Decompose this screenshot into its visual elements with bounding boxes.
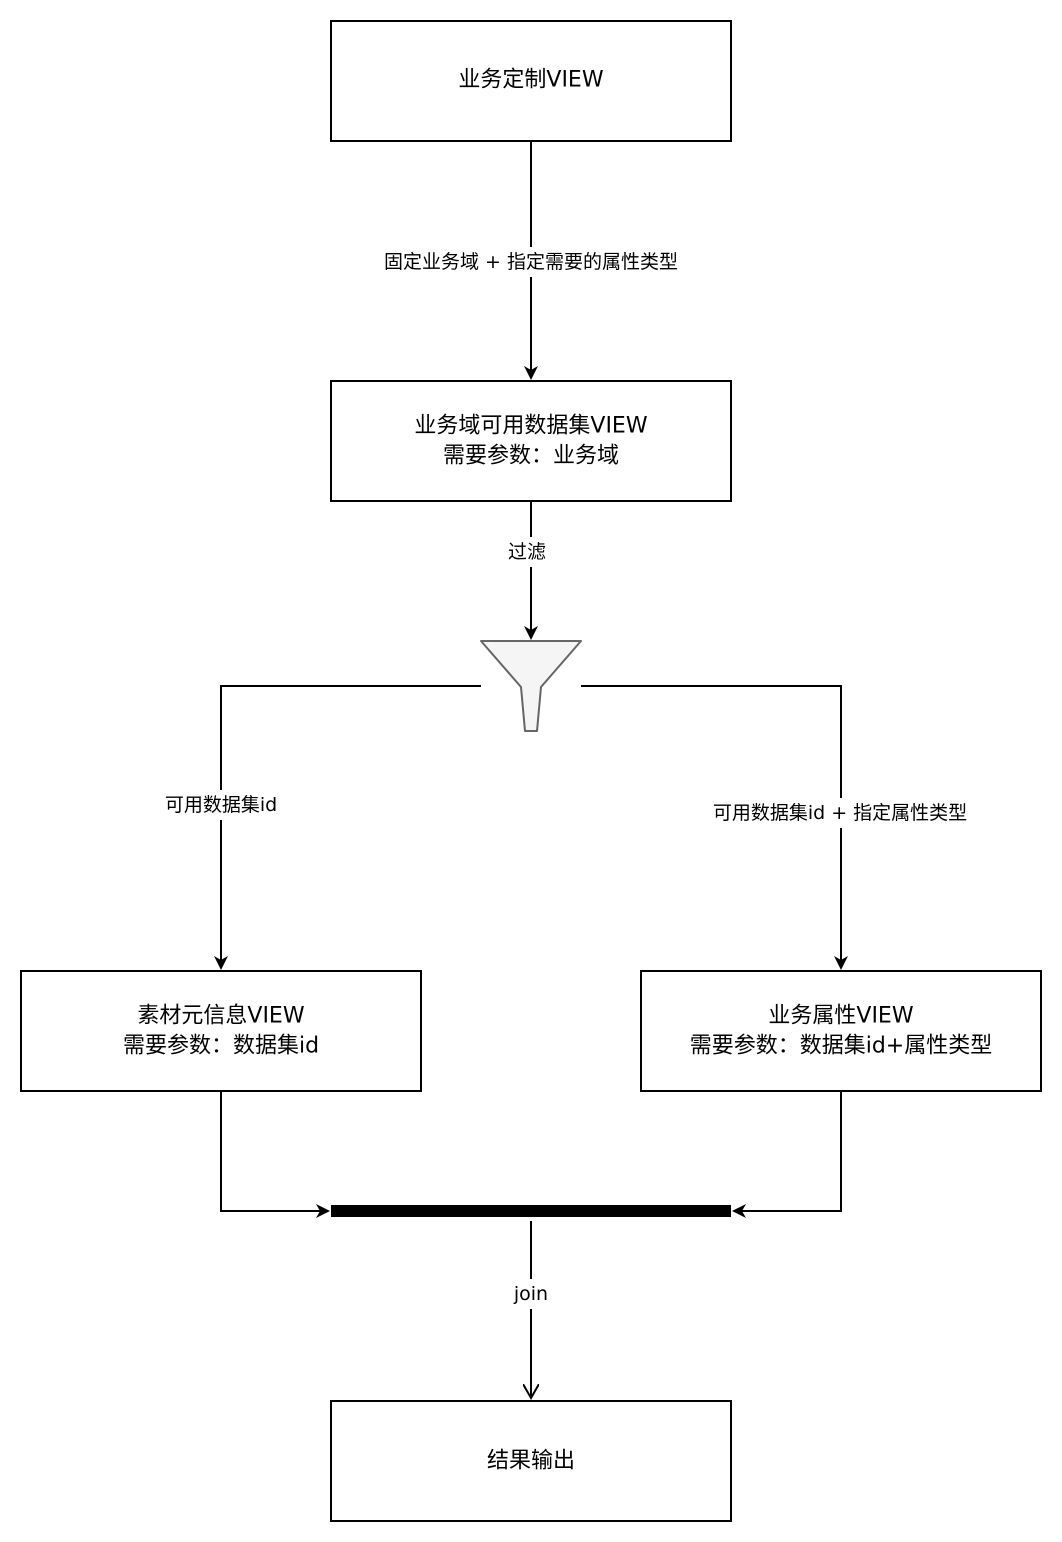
funnel-icon [480, 640, 582, 732]
svg-text:素材元信息VIEW: 素材元信息VIEW [137, 1004, 304, 1029]
svg-text:业务域可用数据集VIEW: 业务域可用数据集VIEW [414, 414, 647, 439]
node-result-output: 结果输出 [330, 1400, 732, 1522]
svg-text:过滤: 过滤 [508, 541, 546, 563]
svg-text:业务属性VIEW: 业务属性VIEW [768, 1004, 913, 1029]
svg-text:需要参数：数据集id+属性类型: 需要参数：数据集id+属性类型 [690, 1034, 993, 1059]
edge-material-to-join [220, 1091, 330, 1218]
svg-text:需要参数：数据集id: 需要参数：数据集id [123, 1034, 319, 1059]
join-bar [331, 1205, 731, 1217]
svg-text:结果输出: 结果输出 [487, 1449, 575, 1474]
node-domain-dataset-view: 业务域可用数据集VIEW 需要参数：业务域 [330, 380, 732, 502]
edge-filter-to-attr [581, 685, 848, 970]
edge-label-dataset-id-attr-type: 可用数据集id + 指定属性类型 [690, 798, 990, 828]
svg-text:join: join [513, 1283, 548, 1305]
edge-label-join: join [508, 1279, 554, 1309]
svg-text:可用数据集id + 指定属性类型: 可用数据集id + 指定属性类型 [713, 802, 967, 824]
edge-filter-to-material [214, 685, 481, 970]
svg-text:固定业务域 + 指定需要的属性类型: 固定业务域 + 指定需要的属性类型 [384, 251, 678, 273]
node-business-attr-view: 业务属性VIEW 需要参数：数据集id+属性类型 [640, 970, 1042, 1092]
edge-label-filter: 过滤 [501, 537, 561, 567]
svg-text:需要参数：业务域: 需要参数：业务域 [443, 444, 619, 469]
node-business-custom-view: 业务定制VIEW [330, 20, 732, 142]
svg-text:可用数据集id: 可用数据集id [165, 794, 277, 816]
edge-label-available-dataset-id: 可用数据集id [152, 790, 290, 820]
edge-label-fixed-domain: 固定业务域 + 指定需要的属性类型 [360, 247, 702, 277]
svg-text:业务定制VIEW: 业务定制VIEW [458, 68, 603, 93]
node-material-meta-view: 素材元信息VIEW 需要参数：数据集id [20, 970, 422, 1092]
edge-attr-to-join [732, 1091, 842, 1218]
